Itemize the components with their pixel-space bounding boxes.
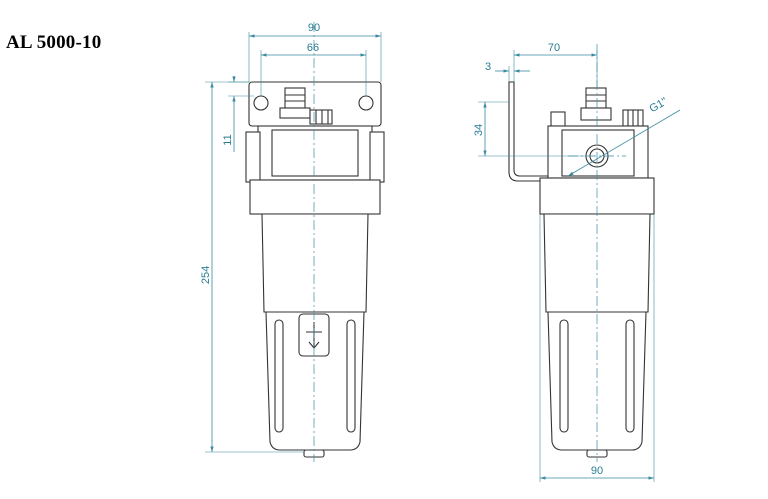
front-view: 90 66 11 254 (200, 22, 385, 462)
dim-front-height-11: 11 (222, 134, 234, 145)
dim-side-bracket-width: 70 (548, 42, 560, 54)
product-title: AL 5000-10 (6, 32, 102, 53)
side-bracket (508, 81, 549, 182)
front-plug (309, 109, 333, 125)
dim-side-bottom-width: 90 (591, 465, 603, 477)
dim-front-width-top: 90 (308, 22, 320, 34)
side-top-fitting (585, 87, 607, 109)
dim-side-bracket-thickness: 3 (485, 61, 491, 73)
dim-side-port-thread: G1" (647, 96, 669, 116)
front-collar (249, 179, 381, 215)
front-bowl (261, 213, 369, 313)
dim-front-hole-spacing: 66 (307, 42, 319, 54)
front-bowl-guard (265, 311, 365, 451)
side-view: 70 3 34 G1" 90 (473, 42, 681, 482)
dim-side-height-34: 34 (473, 124, 485, 136)
dim-front-overall-height: 254 (200, 266, 212, 284)
front-mount-hole-right (358, 95, 374, 111)
front-mount-hole-left (253, 95, 269, 111)
front-top-fitting (284, 87, 306, 109)
